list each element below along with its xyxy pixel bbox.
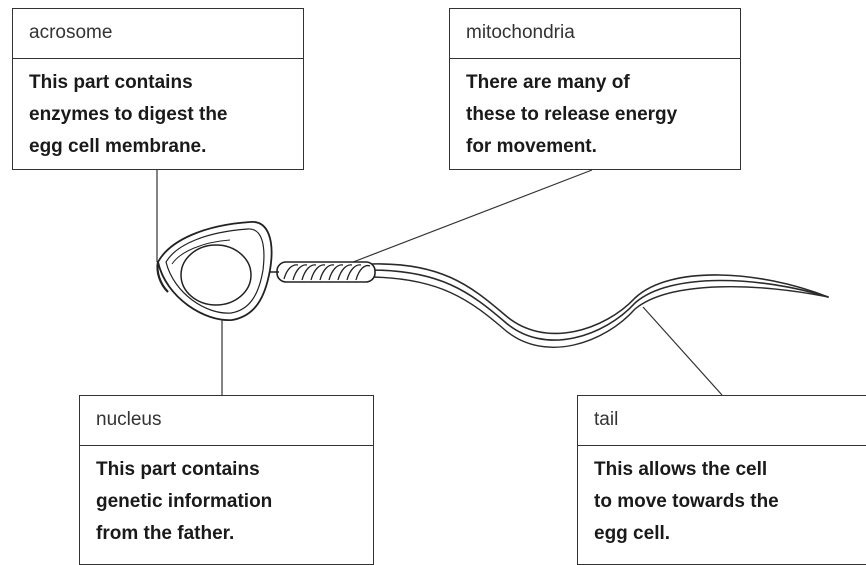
tail-label-title: tail [578, 396, 866, 446]
acrosome-desc-line: egg cell membrane. [29, 136, 207, 157]
acrosome-desc-line: enzymes to digest the [29, 104, 228, 125]
mitochondria-label-title: mitochondria [450, 9, 740, 59]
tail-desc-line: This allows the cell [594, 459, 768, 480]
tail-desc-line: egg cell. [594, 523, 671, 544]
acrosome-label-description: This part contains enzymes to digest the… [13, 59, 303, 163]
mitochondria-desc-line: for movement. [466, 136, 597, 157]
acrosome-desc-line: This part contains [29, 72, 193, 93]
tail-desc-line: to move towards the [594, 491, 779, 512]
nucleus-desc-line: This part contains [96, 459, 260, 480]
mitochondria-leader-line [347, 169, 593, 265]
tail-leader-line [642, 306, 723, 396]
nucleus-label-box: nucleus This part contains genetic infor… [79, 395, 374, 565]
nucleus-desc-line: genetic information [96, 491, 273, 512]
mitochondria-label-description: There are many of these to release energ… [450, 59, 740, 163]
mitochondria-desc-line: these to release energy [466, 104, 678, 125]
acrosome-label-box: acrosome This part contains enzymes to d… [12, 8, 304, 170]
nucleus-label-title: nucleus [80, 396, 373, 446]
nucleus-label-description: This part contains genetic information f… [80, 446, 373, 550]
mitochondria-label-box: mitochondria There are many of these to … [449, 8, 741, 170]
acrosome-label-title: acrosome [13, 9, 303, 59]
tail-label-description: This allows the cell to move towards the… [578, 446, 866, 550]
nucleus-desc-line: from the father. [96, 523, 235, 544]
mitochondria-desc-line: There are many of [466, 72, 630, 93]
sperm-tail [369, 263, 829, 348]
tail-label-box: tail This allows the cell to move toward… [577, 395, 866, 565]
sperm-head [156, 221, 273, 321]
nucleus-shape [180, 244, 252, 306]
